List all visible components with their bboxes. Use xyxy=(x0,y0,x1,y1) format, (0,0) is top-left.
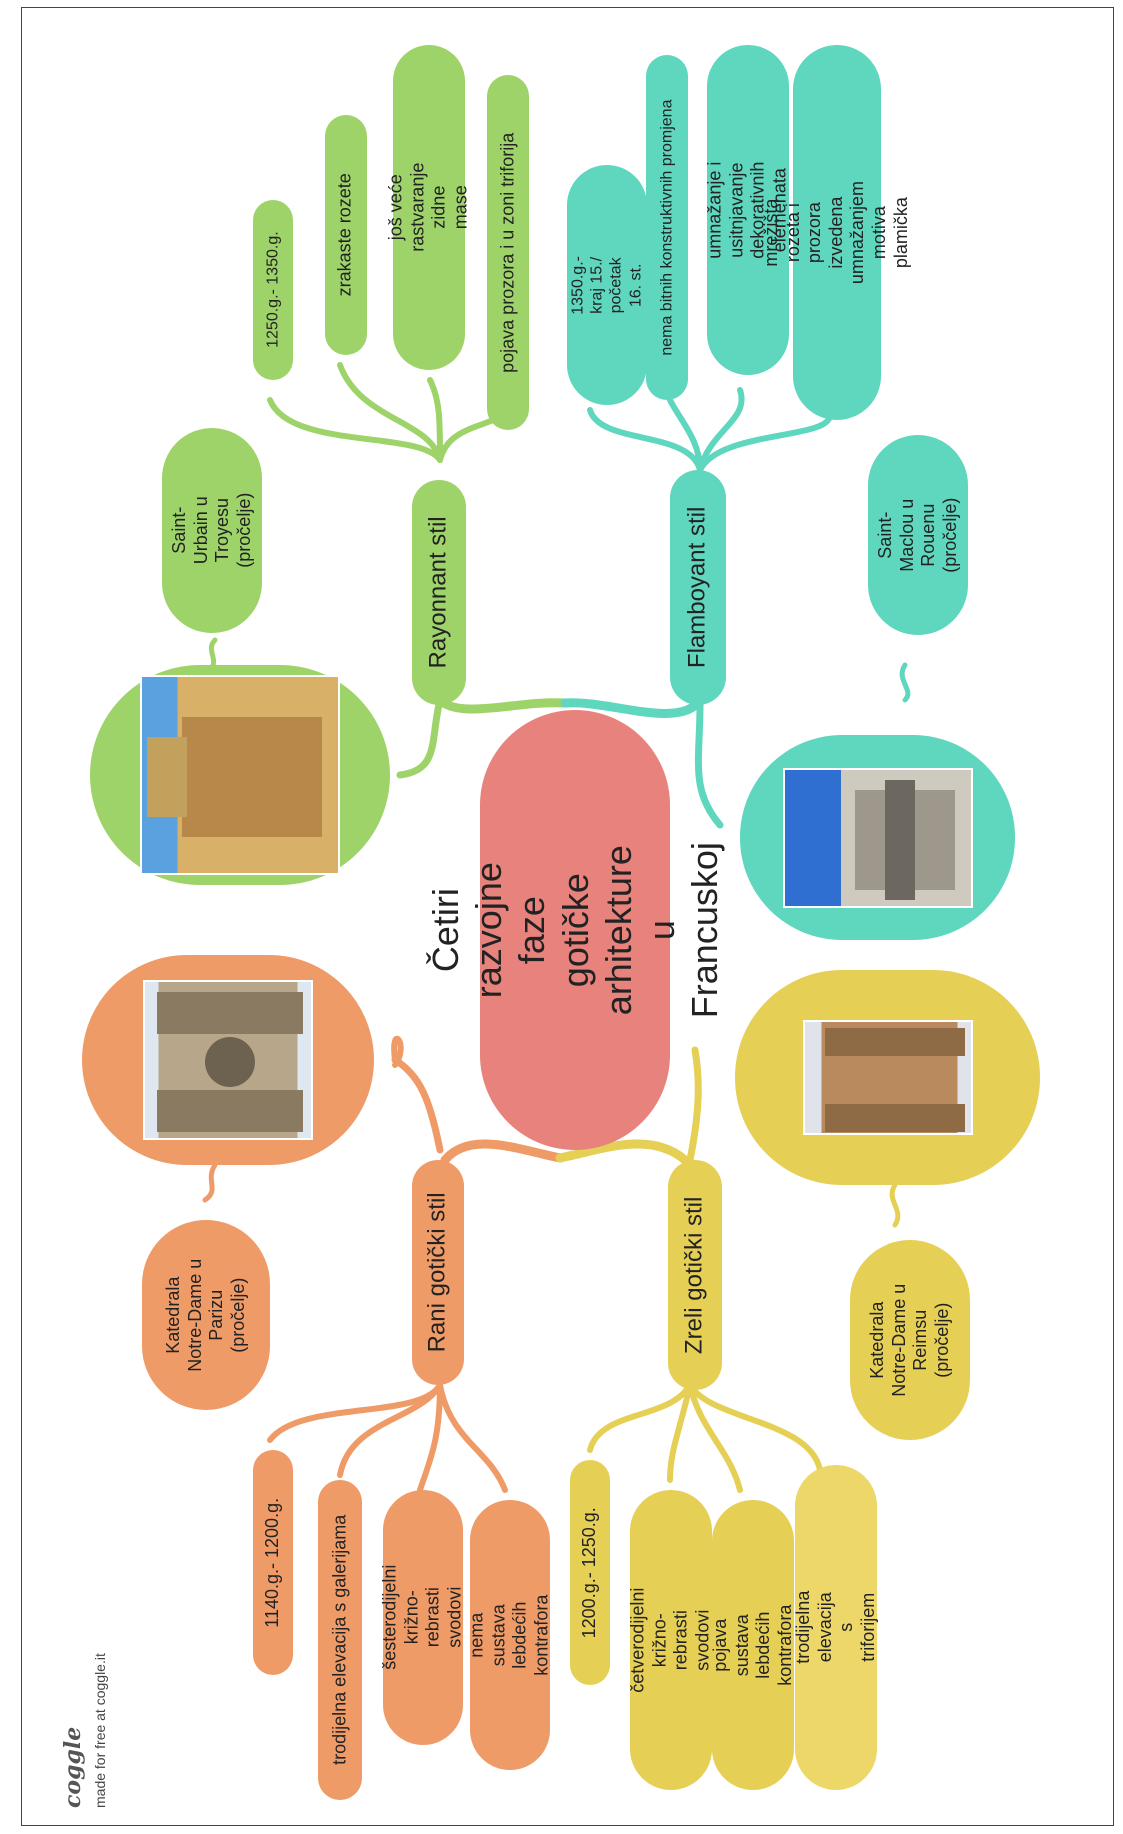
notre-dame-paris-photo xyxy=(143,980,313,1140)
diagram-frame xyxy=(21,7,1114,1826)
flamboyant-branch-label[interactable]: Flamboyant stil xyxy=(670,470,726,705)
saint-urbain-photo xyxy=(140,675,340,875)
notre-dame-paris-bubble[interactable] xyxy=(82,955,374,1165)
flamboyant-item-2[interactable]: umnažanje i usitnjavanje dekorativnih el… xyxy=(705,45,790,375)
saint-maclou-photo xyxy=(782,767,973,908)
saint-maclou-bubble[interactable] xyxy=(740,735,1015,940)
notre-dame-reims-bubble[interactable] xyxy=(735,970,1040,1185)
coggle-tagline: made for free at coggle.it xyxy=(92,1653,108,1808)
rayonnant-item-0[interactable]: 1250.g.- 1350.g. xyxy=(253,200,293,380)
saint-urbain-bubble[interactable] xyxy=(90,665,390,885)
rani-item-1[interactable]: trodijelna elevacija s galerijama xyxy=(318,1480,362,1800)
zreli-building-label[interactable]: Katedrala Notre-Dame u Reimsu (pročelje) xyxy=(850,1240,970,1440)
zreli-item-3[interactable]: trodijelna elevacija s triforijem xyxy=(793,1465,878,1790)
rani-item-2[interactable]: šesterodijelni križno-rebrasti svodovi xyxy=(380,1490,465,1745)
coggle-brand: coggle xyxy=(60,1726,86,1808)
rayonnant-item-1[interactable]: zrakaste rozete xyxy=(325,115,367,355)
zreli-item-0[interactable]: 1200.g.- 1250.g. xyxy=(570,1460,610,1685)
zreli-item-1[interactable]: četverodijelni križno-rebrasti svodovi xyxy=(628,1490,713,1790)
coggle-logo: coggle made for free at coggle.it xyxy=(60,1653,140,1810)
flamboyant-item-0[interactable]: 1350.g.- kraj 15./ početak 16. st. xyxy=(567,165,647,405)
center-title: Četiri razvojne faze gotičke arhitekture… xyxy=(424,841,725,1019)
rayonnant-item-3[interactable]: pojava prozora i u zoni triforija xyxy=(487,75,529,430)
rayonnant-branch-label[interactable]: Rayonnant stil xyxy=(412,480,466,705)
rani-item-0[interactable]: 1140.g.- 1200.g. xyxy=(253,1450,293,1675)
flamboyant-item-1[interactable]: nema bitnih konstruktivnih promjena xyxy=(646,55,688,400)
rani-item-3[interactable]: nema sustava lebdećih kontrafora xyxy=(467,1500,552,1770)
zreli-branch-label[interactable]: Zreli gotički stil xyxy=(668,1160,722,1390)
zreli-item-2[interactable]: pojava sustava lebdećih kontrafora xyxy=(710,1500,795,1790)
rayonnant-item-2[interactable]: još veće rastvaranje zidne mase xyxy=(386,45,471,370)
notre-dame-reims-photo xyxy=(802,1020,973,1135)
rani-branch-label[interactable]: Rani gotički stil xyxy=(412,1160,464,1385)
flamboyant-building-label[interactable]: Saint-Maclou u Rouenu (pročelje) xyxy=(868,435,968,635)
rayonnant-building-label[interactable]: Saint-Urbain u Troyesu (pročelje) xyxy=(162,428,262,633)
center-node[interactable]: Četiri razvojne faze gotičke arhitekture… xyxy=(425,710,725,1150)
flamboyant-item-3[interactable]: mrežišta rozeta i prozora izvedena umnaž… xyxy=(761,45,911,420)
rani-building-label[interactable]: Katedrala Notre-Dame u Parizu (pročelje) xyxy=(142,1220,270,1410)
